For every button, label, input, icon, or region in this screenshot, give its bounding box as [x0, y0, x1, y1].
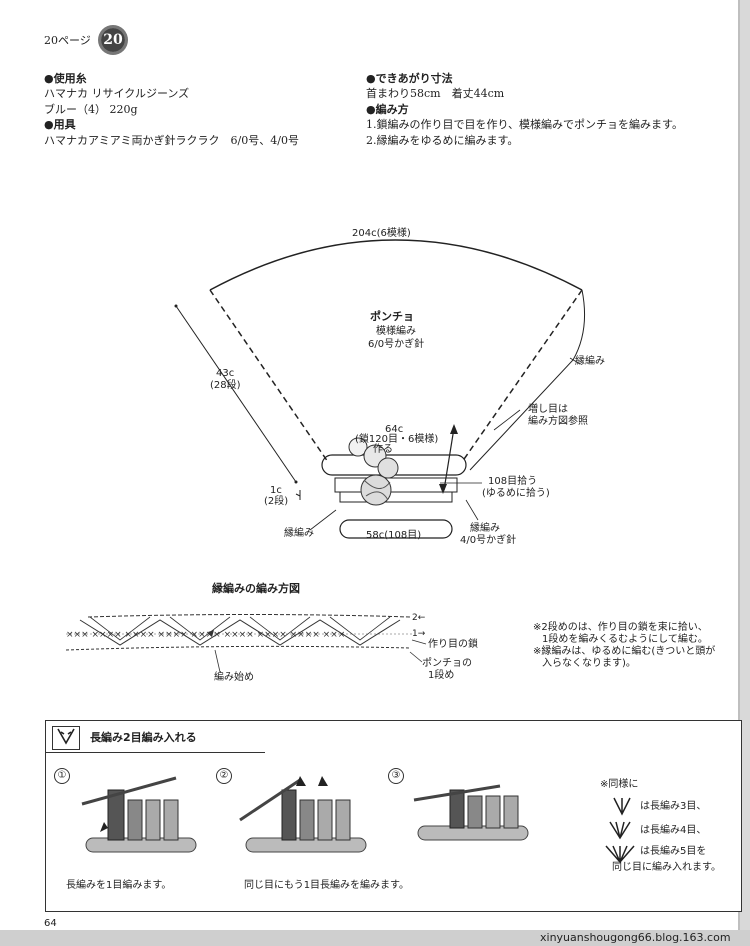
- side-length-label: 43c: [216, 368, 235, 379]
- page-edge-shadow: [740, 0, 750, 946]
- source-url: xinyuanshougong66.blog.163.com: [540, 931, 731, 944]
- inner-width-label: 64c: [385, 424, 404, 435]
- footer-strip: [0, 930, 750, 946]
- left-edge-label: 縁編み: [284, 528, 314, 539]
- inner-make-label: 作る: [373, 444, 393, 455]
- svg-text:××× ×××× ×××× ×××× ×××× ×: ××× ×××× ×××× ×××× ×××× ×××× ×××× ×××× ×…: [66, 630, 345, 640]
- step-2-number: ②: [216, 768, 232, 784]
- poncho-subtitle-2: 6/0号かぎ針: [368, 339, 425, 350]
- yarn-heading: ●使用糸: [44, 72, 87, 85]
- page-label: 20ページ: [44, 34, 91, 47]
- page-badge: 20: [98, 25, 128, 55]
- technique-title: 長編み2目編み入れる: [90, 731, 197, 744]
- increase-note-1: 増し目は: [528, 404, 568, 415]
- step-1-illustration: [81, 776, 197, 853]
- tools-heading: ●用具: [44, 118, 76, 131]
- finished-text: 首まわり58cm 着丈44cm: [366, 87, 505, 100]
- same-5a: は長編み5目を: [640, 846, 707, 857]
- poncho-subtitle-1: 模様編み: [376, 326, 416, 337]
- foundation-label: 作り目の鎖: [428, 639, 478, 650]
- method-step-2: 2.縁編みをゆるめに編みます。: [366, 134, 519, 147]
- page-edge-line: [738, 0, 740, 946]
- edge-label: 縁編み: [470, 523, 500, 534]
- edge-height-label: 1c: [270, 485, 282, 496]
- method-step-1: 1.鎖編みの作り目で目を作り、模様編みでポンチョを編みます。: [366, 118, 683, 131]
- step-2-caption: 同じ目にもう1目長編みを編みます。: [244, 880, 410, 891]
- poncho-top-arc: [209, 239, 583, 291]
- poncho-left-edge: [209, 289, 329, 463]
- step-1-caption: 長編みを1目編みます。: [66, 880, 172, 891]
- neck-label: 58c(108目): [366, 530, 422, 541]
- edging-title: 縁編みの編み方図: [212, 582, 300, 595]
- step-1-number: ①: [54, 768, 70, 784]
- poncho-title: ポンチョ: [370, 310, 414, 323]
- poncho-row-label-1: ポンチョの: [422, 658, 472, 669]
- edging-note-4: 入らなくなります)。: [542, 658, 636, 669]
- edging-start-label: 編み始め: [214, 672, 254, 683]
- pickup-label-2: (ゆるめに拾う): [482, 488, 550, 499]
- step-3-number: ③: [388, 768, 404, 784]
- poncho-right-edge: [461, 289, 583, 463]
- poncho-row-label-2: 1段め: [428, 670, 455, 681]
- same-4: は長編み4目、: [640, 825, 707, 836]
- five-dc-icon: [605, 845, 635, 864]
- increase-note-2: 編み方図参照: [528, 416, 588, 427]
- edging-note-2: 1段めを編みくるむようにして編む。: [542, 634, 708, 645]
- edging-note-3: ※縁編みは、ゆるめに編む(きついと頭が: [533, 646, 716, 657]
- yarn-ball-icon: [360, 474, 392, 506]
- double-crochet-increase-icon: [52, 726, 80, 750]
- edging-row-1: 1→: [412, 629, 426, 639]
- step-2-illustration: [239, 776, 367, 853]
- page-number: 64: [44, 918, 57, 929]
- same-5b: 同じ目に編み入れます。: [612, 862, 721, 873]
- right-edge-label: 縁編み: [575, 356, 605, 367]
- tools-text: ハマナカアミアミ両かぎ針ラクラク 6/0号、4/0号: [44, 134, 299, 147]
- yarn-color: ブルー（4） 220g: [44, 103, 138, 116]
- step-3-illustration: [413, 784, 529, 841]
- same-3: は長編み3目、: [640, 801, 707, 812]
- neck-band-outer: [334, 477, 458, 493]
- four-dc-icon: [609, 821, 631, 840]
- three-dc-icon: [613, 797, 631, 816]
- edge-rows-label: (2段): [264, 496, 289, 507]
- same-heading: ※同様に: [600, 779, 639, 790]
- side-rows-label: (28段): [210, 380, 241, 391]
- neck-ring-bottom: [339, 519, 453, 539]
- inner-rows-label: (鎖120目・6模様): [355, 434, 439, 445]
- yarn-name: ハマナカ リサイクルジーンズ: [44, 87, 190, 100]
- pickup-label-1: 108目拾う: [488, 476, 538, 487]
- top-width-label: 204c(6模様): [352, 228, 411, 239]
- finished-heading: ●できあがり寸法: [366, 72, 453, 85]
- edge-hook-label: 4/0号かぎ針: [460, 535, 517, 546]
- method-heading: ●編み方: [366, 103, 409, 116]
- technique-title-rule: [45, 752, 265, 753]
- side-dimension-line: [175, 305, 297, 483]
- edging-note-1: ※2段めのは、作り目の鎖を束に拾い、: [533, 622, 708, 633]
- edging-row-2: 2←: [412, 613, 426, 623]
